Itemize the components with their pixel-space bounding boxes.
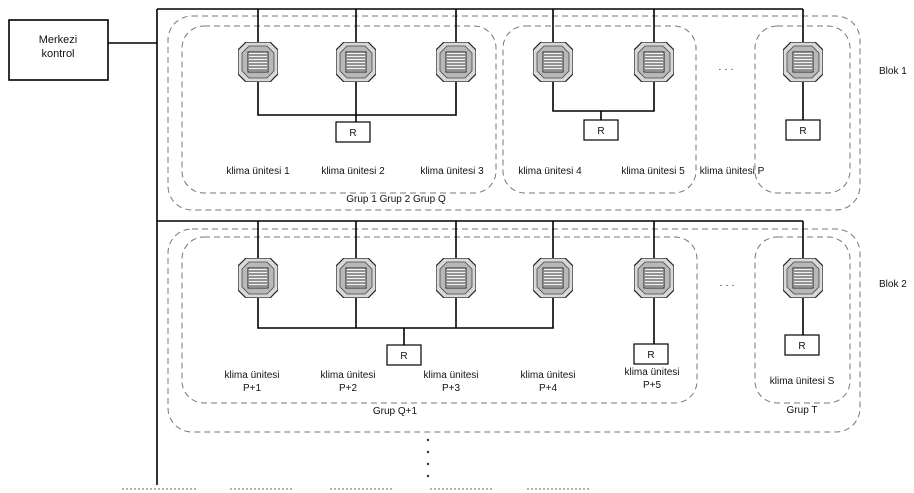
block-1-outline [167,15,861,211]
group-caption: Grup 1 Grup 2 Grup Q [346,194,446,205]
remote-controller [583,119,619,141]
remote-controller [386,344,422,366]
remote-label: R [597,126,604,137]
block-label: Blok 2 [879,279,907,290]
unit-label: P+5 [643,380,662,391]
unit-label: klima ünitesi [224,370,279,381]
unit-label: klima ünitesi P [700,166,765,177]
main-bus [108,8,803,485]
group-2-outline [502,25,697,194]
remote-controller [785,119,821,141]
remote-controller [335,121,371,143]
ac-unit-icon [336,258,376,298]
remote-label: R [798,341,805,352]
ac-unit-icon [436,42,476,82]
central-control-line1: Merkezi [39,34,78,46]
ac-unit-icon [533,258,573,298]
ac-unit-icon [634,258,674,298]
unit-label: P+4 [539,383,558,394]
central-control: Merkezi kontrol [8,19,109,81]
continuation-dots [426,438,430,478]
unit-label: klima ünitesi 5 [621,166,685,177]
unit-label: klima ünitesi 4 [518,166,582,177]
ac-unit-icon [336,42,376,82]
central-control-line2: kontrol [41,48,74,60]
remote-controller [784,334,820,356]
remote-label: R [647,350,654,361]
unit-label: klima ünitesi 1 [226,166,290,177]
unit-label: P+1 [243,383,262,394]
ac-unit-icon [533,42,573,82]
unit-label: klima ünitesi [520,370,575,381]
remote-label: R [349,128,356,139]
unit-label: klima ünitesi 3 [420,166,484,177]
unit-label: klima ünitesi 2 [321,166,385,177]
ac-unit-icon [238,258,278,298]
remote-label: R [400,351,407,362]
block-2: R R R · · · klima ünitesi P+1 klima ünit… [167,221,907,433]
ac-unit-icon [783,258,823,298]
unit-label: klima ünitesi S [770,376,835,387]
group-q1-outline [181,236,698,404]
ac-unit-icon [436,258,476,298]
unit-label: klima ünitesi [624,367,679,378]
remote-controller [633,343,669,365]
unit-label: P+3 [442,383,461,394]
ac-unit-icon [238,42,278,82]
unit-label: klima ünitesi [320,370,375,381]
block-label: Blok 1 [879,66,907,77]
group-caption: Grup T [787,405,818,416]
ellipsis: · · · [718,64,734,75]
group-caption: Grup Q+1 [373,406,418,417]
ac-unit-icon [783,42,823,82]
block-1: R R R · · · klima ünitesi 1 klima ünites… [167,9,907,211]
ac-unit-icon [634,42,674,82]
remote-label: R [799,126,806,137]
ellipsis: · · · [719,280,735,291]
unit-label: P+2 [339,383,358,394]
unit-label: klima ünitesi [423,370,478,381]
group-1-outline [181,25,497,194]
block-2-outline [167,228,861,433]
